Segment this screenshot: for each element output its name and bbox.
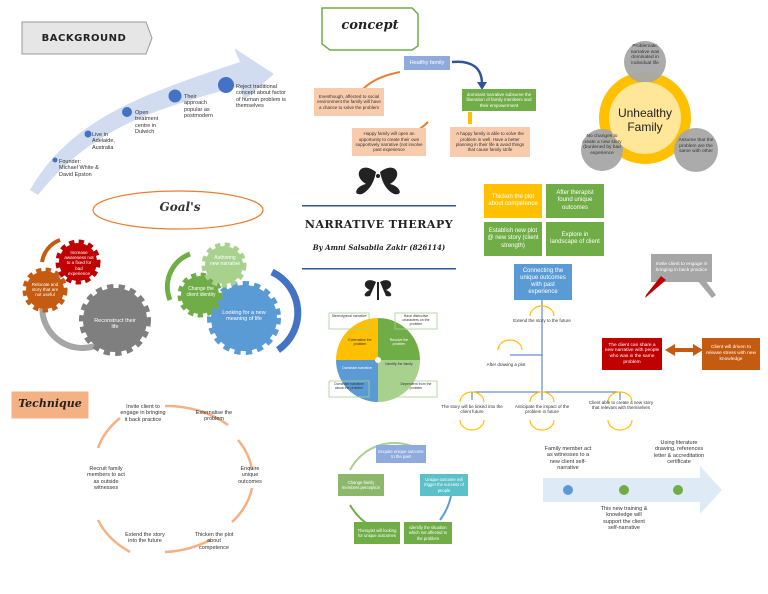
background-step: Live in Adelaide, Australia [92,132,115,151]
technique-step: Invite client to engage in bringing it b… [120,404,166,423]
timeline-dot [673,485,683,495]
small-cycle-box: Enquire unique outcome to the past [376,445,426,463]
technique-banner [11,391,89,419]
timeline-dot [122,107,132,117]
unhealthy-family-core [609,82,681,154]
venn-circle [674,128,718,172]
technique-step: Thicken the plot about competence [194,532,234,551]
hierarchy-lines [471,300,621,400]
invite-double-arrow [665,344,703,356]
timeline-arrow [543,466,722,514]
unique-extend: Extend the story to the future [513,318,571,323]
concept-banner [321,7,419,51]
invite-arrow [697,276,716,298]
venn-circle [581,129,623,171]
quad-label: Have distinctive characters on the probl… [402,314,430,327]
timeline-text: This new training & knowledge will suppo… [600,506,648,531]
unique-outcome: Client able to create a new story that r… [588,400,654,411]
concept-box-unhealthy-note: Eventhough, affected to social environme… [314,88,384,116]
concept-box-happy-story: Happy family will open an opportunity to… [352,128,426,156]
small-cycle-box: Unique outcome will trigger the success … [420,474,468,496]
background-step: Founder: Michael White & David Epston [59,159,99,178]
unique-box: After therapist found unique outcomes [546,184,604,218]
timeline-dot [168,89,182,103]
gear-label: Change the client identity [186,286,216,298]
quad-label: Dominant narrative [342,366,372,370]
ornament-flourish [356,167,400,195]
unique-box: Explore in landscape of client [546,222,604,256]
unique-after-plot: After drawing a plot [486,362,526,367]
unhealthy-note: Problematic narrative was dominated in i… [630,44,660,66]
quadrant-label-frames [328,312,438,398]
quad-label: Dependent from the problem [400,382,432,391]
timeline-dot [563,485,573,495]
gear-label: Increase awareness not to a fixed for ba… [64,250,94,276]
unique-center-box: Connecting the unique outcomes with past… [514,264,572,300]
gear-cluster-right [164,242,302,355]
gear-cluster-left [22,238,151,356]
unhealthy-title: Unhealthy Family [617,106,673,135]
unhealthy-note: No changes to create a new story (burden… [582,134,622,156]
technique-step: Enquire unique outcomes [238,466,262,485]
quad-label: Stereotypical narrative [331,314,367,318]
timeline-text: Family member act as witnesses to a new … [544,446,592,471]
background-step: Reject traditional concept about factor … [236,84,286,109]
invite-left: The client can share a new narrative wit… [602,338,662,370]
narrative-author: By Amni Salsabila Zakir (826114) [312,243,446,252]
timeline-dot [218,77,234,93]
concept-arrow-head [477,82,487,90]
background-step: Open treatment centre in Dulwich [135,110,159,135]
technique-step: Extend the story into the future [125,532,165,545]
timeline-dot [84,130,92,138]
unhealthy-note: Assume that the problem are the same wit… [678,138,714,155]
small-cycle-box: Identify the situation which not affecte… [404,522,452,544]
gear-label: Authoring new narrative [210,255,241,267]
technique-step: Externalise the problem [195,410,233,423]
technique-cycle-arrows [96,404,254,554]
invite-arrow [645,276,666,298]
concept-box-healthy: Healthy family [404,56,450,70]
quad-label: Resolve the problem [389,338,409,347]
unique-outcome: Anticipate the impact of the problem in … [514,404,570,415]
timeline-text: Using literature drawing, references let… [653,440,705,465]
concept-box-dominant: dominant narrative subsume the liberatio… [462,89,536,111]
gear-label: Reconstruct their life [94,318,136,331]
concept-title: concept [341,18,399,33]
invite-top: Invite client to engage in bringing in b… [655,262,708,273]
title-rule [302,268,456,270]
title-rule [302,205,456,207]
technique-title: Technique [18,397,82,410]
background-arrow [30,48,274,195]
hierarchy-arcs [459,305,633,431]
gear-label: Relocate and story that are not useful [31,282,59,298]
timeline-dot [52,157,58,163]
venn-circle [624,41,666,83]
unique-box: Establish new plot @ new story (client s… [484,222,542,256]
narrative-title: NARRATIVE THERAPY [304,218,454,231]
goals-oval [92,190,264,230]
background-title: BACKGROUND [41,32,127,44]
ornament-divider [364,280,392,300]
technique-step: Recruit family members to act as outside… [87,466,125,491]
concept-arrow [451,60,484,85]
goals-title: Goal's [159,200,201,214]
quad-center: Externalise the problem [348,338,372,347]
unique-box: Thicken the plot about competence [484,184,542,218]
unique-outcome: The story will be linked into the client… [441,404,503,415]
quad-center: Identify the family [385,362,413,366]
background-banner [21,21,153,55]
background-step: Their approach popular as postmodern [184,94,214,119]
quad-label: Dominant narrative about the problem [334,382,364,391]
gear-label: Looking for a new meaning of life [222,310,266,323]
invite-right: Client will driven to release stress wit… [702,338,760,370]
timeline-dot [619,485,629,495]
small-cycle-box: Therapist will looking for unique outcom… [354,522,400,544]
small-cycle-box: Change family members perception [338,474,384,496]
concept-box-happy-able: A happy family is able to solve the prob… [450,127,530,157]
